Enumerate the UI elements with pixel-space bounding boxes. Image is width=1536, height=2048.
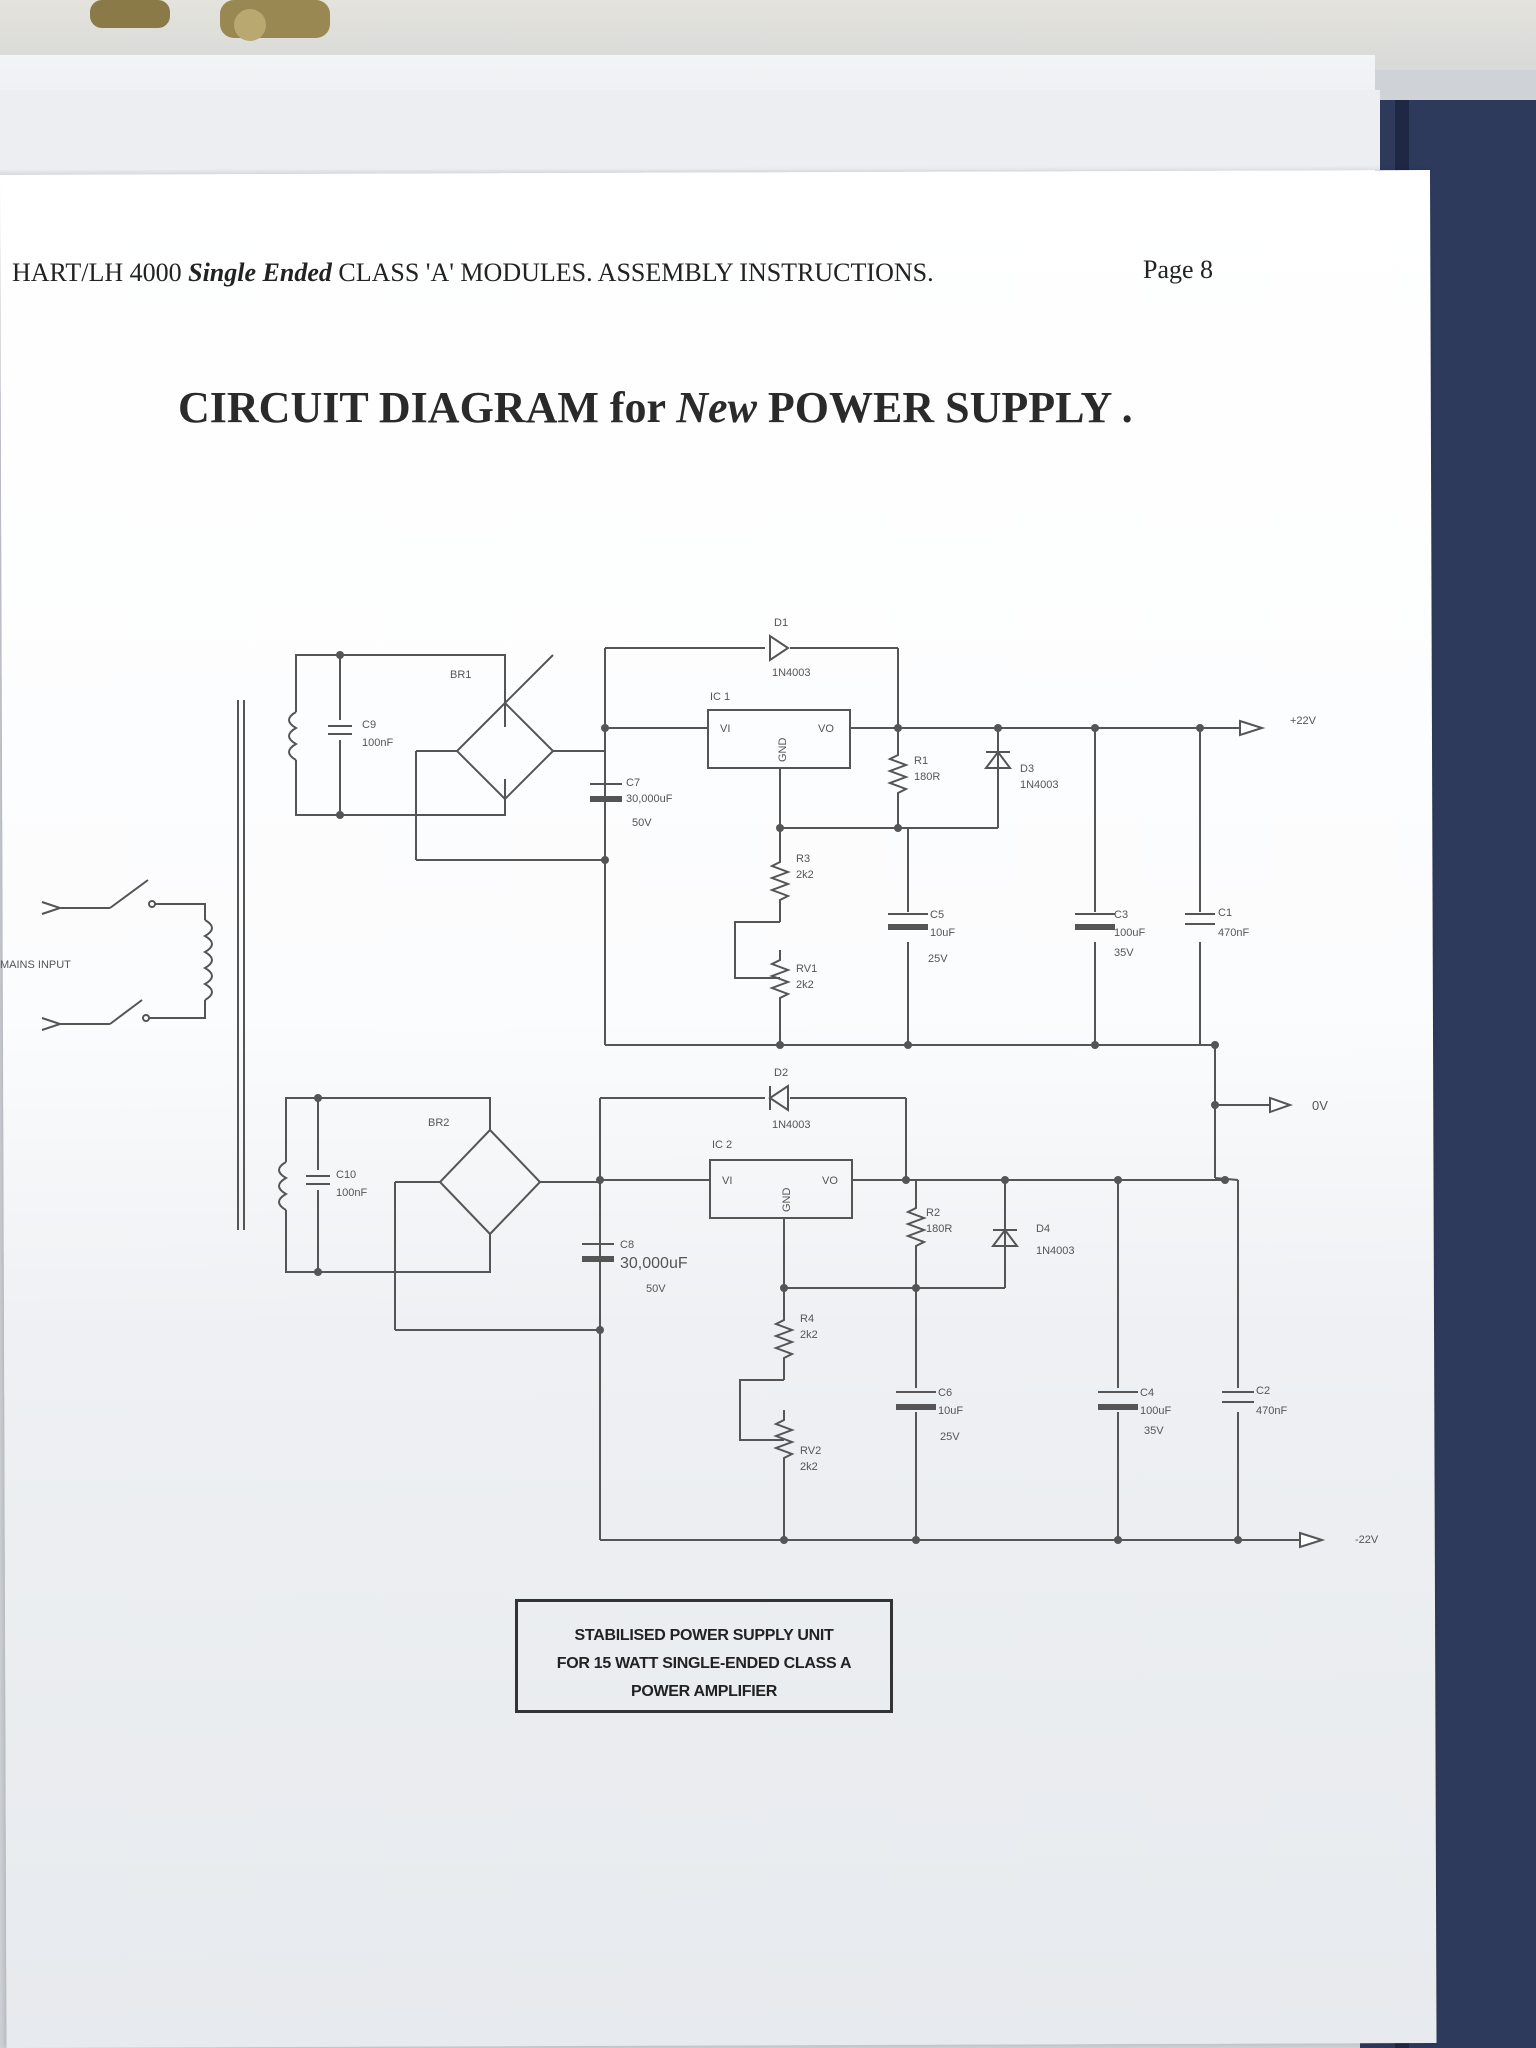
d4-ref: D4	[1036, 1223, 1050, 1235]
c1-value: 470nF	[1218, 927, 1249, 939]
d2-part: 1N4003	[772, 1119, 811, 1131]
caption-line-2: FOR 15 WATT SINGLE-ENDED CLASS A	[556, 1655, 852, 1672]
ic2-vi-label: VI	[722, 1175, 732, 1187]
c4-value: 100uF	[1140, 1405, 1171, 1417]
mains-input-label: MAINS INPUT	[0, 959, 71, 971]
bridge-br2-label: BR2	[428, 1117, 449, 1129]
c8-value: 30,000uF	[620, 1255, 688, 1272]
screws-photo	[90, 0, 330, 41]
c10-value: 100nF	[336, 1187, 367, 1199]
r4-value: 2k2	[800, 1329, 818, 1341]
c4-voltage: 35V	[1144, 1425, 1164, 1437]
ic1-gnd-label: GND	[777, 738, 789, 763]
c8-ref: C8	[620, 1239, 634, 1251]
c3-value: 100uF	[1114, 927, 1145, 939]
c3-voltage: 35V	[1114, 947, 1134, 959]
rv1-value: 2k2	[796, 979, 814, 991]
page-title: CIRCUIT DIAGRAM for New POWER SUPPLY .	[178, 383, 1133, 432]
output-negative-label: -22V	[1355, 1534, 1379, 1546]
caption-line-3: POWER AMPLIFIER	[630, 1683, 778, 1700]
c9-ref: C9	[362, 719, 376, 731]
c7-value: 30,000uF	[626, 793, 673, 805]
d2-ref: D2	[774, 1067, 788, 1079]
c6-ref: C6	[938, 1387, 952, 1399]
ic2-label: IC 2	[712, 1139, 732, 1151]
r2-ref: R2	[926, 1207, 940, 1219]
r3-ref: R3	[796, 853, 810, 865]
ic1-vo-label: VO	[818, 723, 834, 735]
circuit-diagram: MAINS INPUT +22V 0V -22V BR1 BR2 IC 1 VI…	[0, 617, 1379, 1549]
c8-voltage: 50V	[646, 1283, 666, 1295]
output-positive-label: +22V	[1290, 715, 1317, 727]
ic2-gnd-label: GND	[781, 1188, 793, 1213]
c1-ref: C1	[1218, 907, 1232, 919]
rv1-ref: RV1	[796, 963, 817, 975]
page-number: Page 8	[1143, 255, 1214, 284]
ic2-vo-label: VO	[822, 1175, 838, 1187]
output-ground-label: 0V	[1312, 1098, 1328, 1113]
c2-ref: C2	[1256, 1385, 1270, 1397]
c3-ref: C3	[1114, 909, 1128, 921]
r1-value: 180R	[914, 771, 940, 783]
d4-part: 1N4003	[1036, 1245, 1075, 1257]
bridge-br1-label: BR1	[450, 669, 471, 681]
c6-voltage: 25V	[940, 1431, 960, 1443]
caption-line-1: STABILISED POWER SUPPLY UNIT	[574, 1627, 834, 1644]
c7-ref: C7	[626, 777, 640, 789]
d1-ref: D1	[774, 617, 788, 629]
ic1-label: IC 1	[710, 691, 730, 703]
c6-value: 10uF	[938, 1405, 963, 1417]
c5-ref: C5	[930, 909, 944, 921]
r1-ref: R1	[914, 755, 928, 767]
sheet-behind	[0, 90, 1380, 170]
r2-value: 180R	[926, 1223, 952, 1235]
d3-ref: D3	[1020, 763, 1034, 775]
rv2-ref: RV2	[800, 1445, 821, 1457]
d3-part: 1N4003	[1020, 779, 1059, 791]
r3-value: 2k2	[796, 869, 814, 881]
c4-ref: C4	[1140, 1387, 1154, 1399]
c10-ref: C10	[336, 1169, 356, 1181]
c7-voltage: 50V	[632, 817, 652, 829]
c5-voltage: 25V	[928, 953, 948, 965]
c2-value: 470nF	[1256, 1405, 1287, 1417]
d1-part: 1N4003	[772, 667, 811, 679]
caption-box: STABILISED POWER SUPPLY UNIT FOR 15 WATT…	[515, 1599, 893, 1713]
page-header: HART/LH 4000 Single Ended CLASS 'A' MODU…	[12, 258, 934, 287]
c9-value: 100nF	[362, 737, 393, 749]
ic1-vi-label: VI	[720, 723, 730, 735]
c5-value: 10uF	[930, 927, 955, 939]
rv2-value: 2k2	[800, 1461, 818, 1473]
r4-ref: R4	[800, 1313, 814, 1325]
